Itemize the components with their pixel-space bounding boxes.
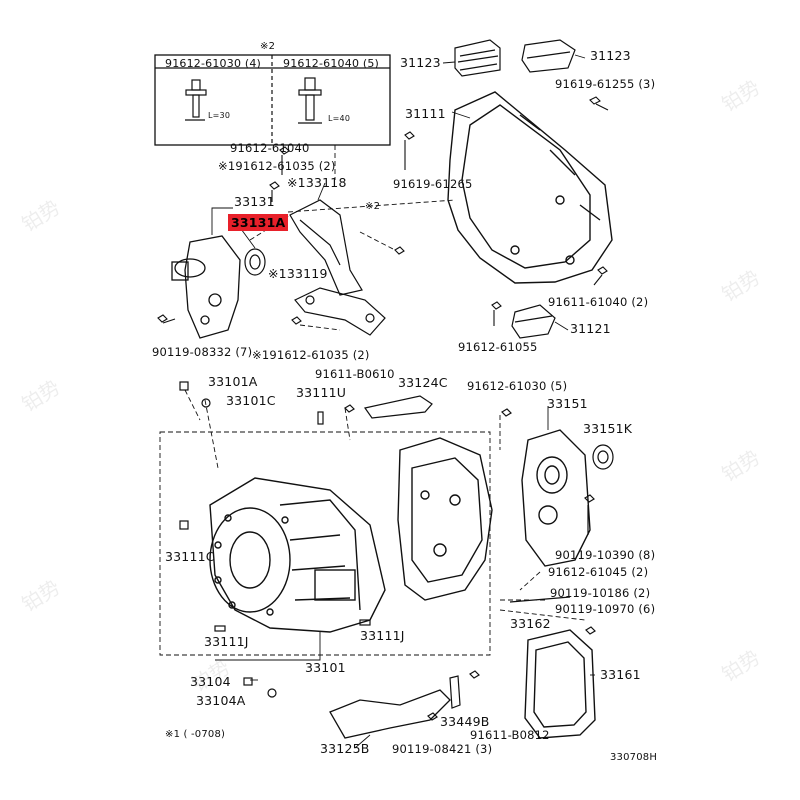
label-31123-left: 31123 — [400, 55, 441, 70]
label-91612-61035-b: ※191612-61035 (2) — [252, 348, 370, 362]
label-33161: 33161 — [600, 667, 641, 682]
label-33151K: 33151K — [583, 421, 633, 436]
label-91611-61040: 91611-61040 (2) — [548, 295, 649, 309]
leader-lines-upper — [249, 145, 456, 331]
label-33449B: 33449B — [440, 714, 490, 729]
label-33118: ※133118 — [287, 175, 347, 190]
label-note2: ※2 — [365, 201, 381, 212]
label-33101A: 33101A — [208, 374, 258, 389]
part-31121-drawing — [511, 304, 556, 339]
label-91612-61055: 91612-61055 — [458, 340, 538, 354]
label-91612-61030: 91612-61030 (5) — [467, 379, 568, 393]
part-31111-drawing — [447, 91, 613, 284]
case-outline — [159, 389, 586, 656]
part-31123-left-drawing — [454, 39, 501, 77]
label-33131A: 33131A — [228, 214, 289, 231]
label-33125B: 33125B — [320, 741, 370, 756]
part-33131A-drawing — [244, 248, 266, 276]
label-33131: 33131 — [234, 194, 275, 209]
label-31121: 31121 — [570, 321, 611, 336]
label-33124C: 33124C — [398, 375, 448, 390]
bolt-length-inset — [154, 54, 391, 146]
part-33125B-drawing — [329, 689, 451, 739]
label-33119: ※133119 — [268, 266, 328, 281]
figure-id: 330708H — [610, 752, 658, 763]
inset-note: ※2 — [260, 41, 276, 52]
highlight-33131A: 33131A — [228, 214, 289, 231]
part-33151K-drawing — [592, 444, 614, 470]
label-31123-right: 31123 — [590, 48, 631, 63]
footnote: ※1 ( -0708) — [165, 729, 226, 740]
label-90119-08421: 90119-08421 (3) — [392, 742, 493, 756]
inset-right-part: 91612-61040 (5) — [283, 57, 380, 70]
center-plate-drawing — [397, 437, 493, 601]
label-91612-61040: 91612-61040 — [230, 141, 310, 155]
part-33449B-drawing — [449, 675, 461, 709]
label-91612-61045: 91612-61045 (2) — [548, 565, 649, 579]
part-33131-drawing — [171, 235, 241, 339]
label-91611-B0610: 91611-B0610 — [315, 367, 395, 381]
label-33151: 33151 — [547, 396, 588, 411]
label-90119-10970: 90119-10970 (6) — [555, 602, 656, 616]
label-33111J-b: 33111J — [360, 628, 405, 643]
bolts-drawing — [157, 96, 609, 326]
label-91612-61035-a: ※191612-61035 (2) — [218, 159, 336, 173]
label-33111U: 33111U — [296, 385, 347, 400]
label-91619-61265: 91619-61265 — [393, 177, 473, 191]
part-33119-drawing — [294, 287, 386, 336]
label-91611-B0812: 91611-B0812 — [470, 728, 550, 742]
part-33101-drawing — [209, 477, 386, 633]
label-31111: 31111 — [405, 106, 446, 121]
label-33111C: 33111C — [165, 549, 215, 564]
part-31123-right-drawing — [521, 39, 576, 73]
label-33111J-a: 33111J — [204, 634, 249, 649]
label-90119-10186: 90119-10186 (2) — [550, 586, 651, 600]
inset-left-length: L=30 — [208, 111, 231, 120]
part-33151-drawing — [521, 429, 591, 567]
part-33161-drawing — [524, 629, 596, 739]
label-33101C: 33101C — [226, 393, 276, 408]
inset-left-part: 91612-61030 (4) — [165, 57, 262, 70]
label-91619-61255: 91619-61255 (3) — [555, 77, 656, 91]
label-33104: 33104 — [190, 674, 231, 689]
part-33124C-drawing — [363, 395, 433, 419]
small-parts-drawing — [179, 381, 596, 721]
part-33118-drawing — [289, 199, 363, 296]
label-90119-10390: 90119-10390 (8) — [555, 548, 656, 562]
label-33162: 33162 — [510, 616, 551, 631]
label-33101: 33101 — [305, 660, 346, 675]
inset-right-length: L=40 — [328, 114, 351, 123]
label-90119-08332: 90119-08332 (7) — [152, 345, 253, 359]
label-33104A: 33104A — [196, 693, 246, 708]
